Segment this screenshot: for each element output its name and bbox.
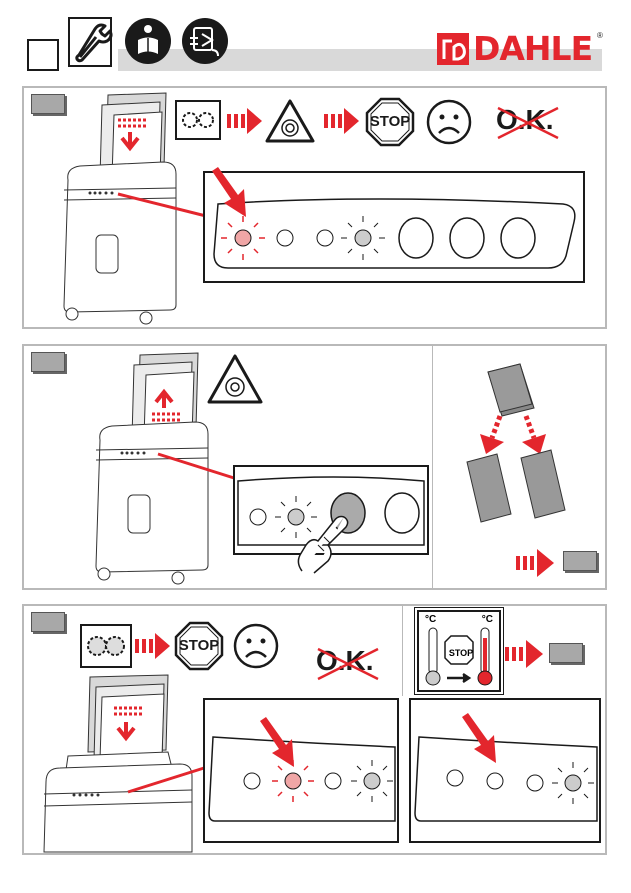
stop-label: STOP	[175, 637, 223, 654]
wrench-icon	[68, 17, 112, 67]
read-manual-icon	[125, 18, 171, 64]
panel-3-divider	[402, 604, 403, 696]
panel-2-divider	[432, 344, 433, 590]
unplug-icon	[182, 18, 228, 64]
dahle-logo: DAHLE ®	[437, 31, 609, 67]
paper-jam-gears-icon	[175, 100, 221, 140]
red-double-arrow	[505, 640, 545, 668]
control-panel-3b	[411, 735, 599, 825]
red-pointer-arrow	[210, 165, 250, 220]
autostart-warning-icon	[207, 354, 263, 404]
red-double-arrow	[324, 108, 360, 134]
autostart-warning-icon	[265, 99, 315, 143]
blank-step-box	[27, 39, 59, 71]
callout-line-3	[128, 766, 208, 796]
sad-face-icon	[233, 623, 279, 669]
stop-sign-icon: STOP	[366, 98, 414, 146]
crossed-ok-icon: O.K.	[316, 645, 380, 683]
sad-face-icon	[426, 99, 472, 145]
shredder-illustration-3	[40, 672, 200, 852]
callout-line-2	[158, 452, 238, 482]
stop-sign-icon: STOP	[175, 622, 223, 670]
red-double-arrow	[516, 549, 556, 577]
crossed-ok-icon: O.K.	[496, 104, 560, 142]
registered-mark: ®	[597, 31, 603, 40]
next-step-box	[549, 643, 583, 663]
step-label-box-3	[31, 612, 65, 632]
next-step-box	[563, 551, 597, 571]
paper-jam-gears-icon	[80, 624, 132, 668]
stop-label: STOP	[366, 113, 414, 130]
step-label-box-2	[31, 352, 65, 372]
control-panel-3a	[205, 735, 397, 825]
red-pointer-arrow	[258, 715, 298, 770]
overheat-thermometer-icon: °C °C STOP	[417, 610, 501, 692]
split-stack-icon	[519, 448, 569, 520]
stop-label-small: STOP	[446, 648, 476, 658]
red-pointer-arrow	[460, 711, 500, 766]
brand-name: DAHLE	[473, 29, 592, 68]
red-double-arrow	[227, 108, 263, 134]
paper-stack-icon	[486, 362, 536, 418]
control-panel-1	[208, 196, 580, 276]
red-double-arrow	[135, 633, 171, 659]
split-stack-icon	[465, 452, 515, 524]
pressing-hand-icon	[294, 515, 354, 575]
